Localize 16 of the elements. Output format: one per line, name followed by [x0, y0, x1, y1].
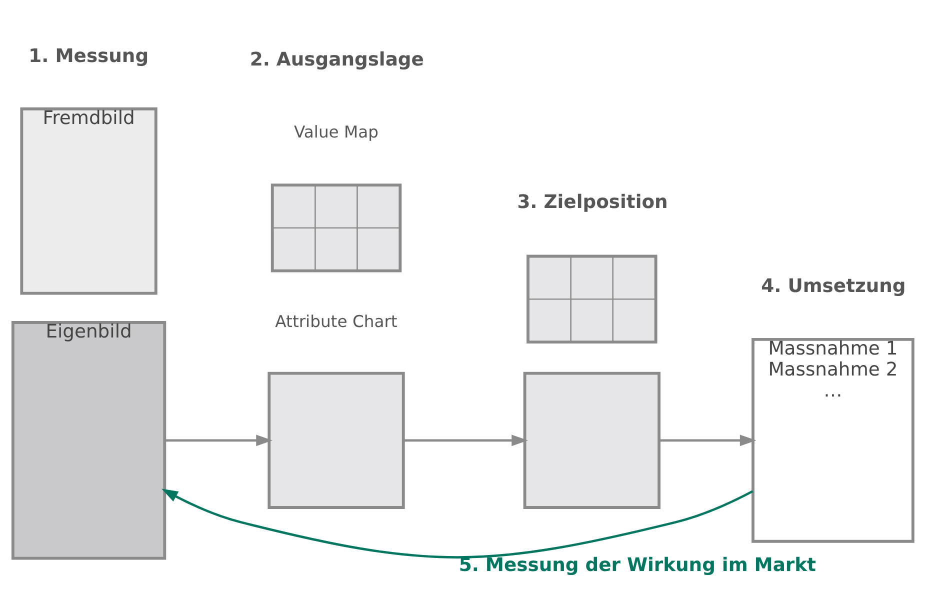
node-box — [268, 372, 405, 509]
arrow — [164, 434, 272, 446]
label: 2. Ausgangslage — [250, 49, 424, 70]
label: 4. Umsetzung — [761, 276, 906, 297]
label: Value Map — [294, 122, 379, 142]
arrow — [162, 488, 754, 558]
node-box: Eigenbild — [11, 321, 166, 560]
arrow — [404, 434, 528, 446]
label: 1. Messung — [28, 46, 149, 67]
edge-label: 5. Messung der Wirkung im Markt — [458, 555, 816, 576]
node-box — [523, 372, 660, 509]
node-box: Fremdbild — [20, 107, 158, 295]
label: 3. Zielposition — [517, 192, 668, 213]
arrow — [659, 434, 756, 446]
label: Attribute Chart — [275, 312, 398, 331]
node-box: Massnahme 1 Massnahme 2 … — [752, 338, 914, 543]
